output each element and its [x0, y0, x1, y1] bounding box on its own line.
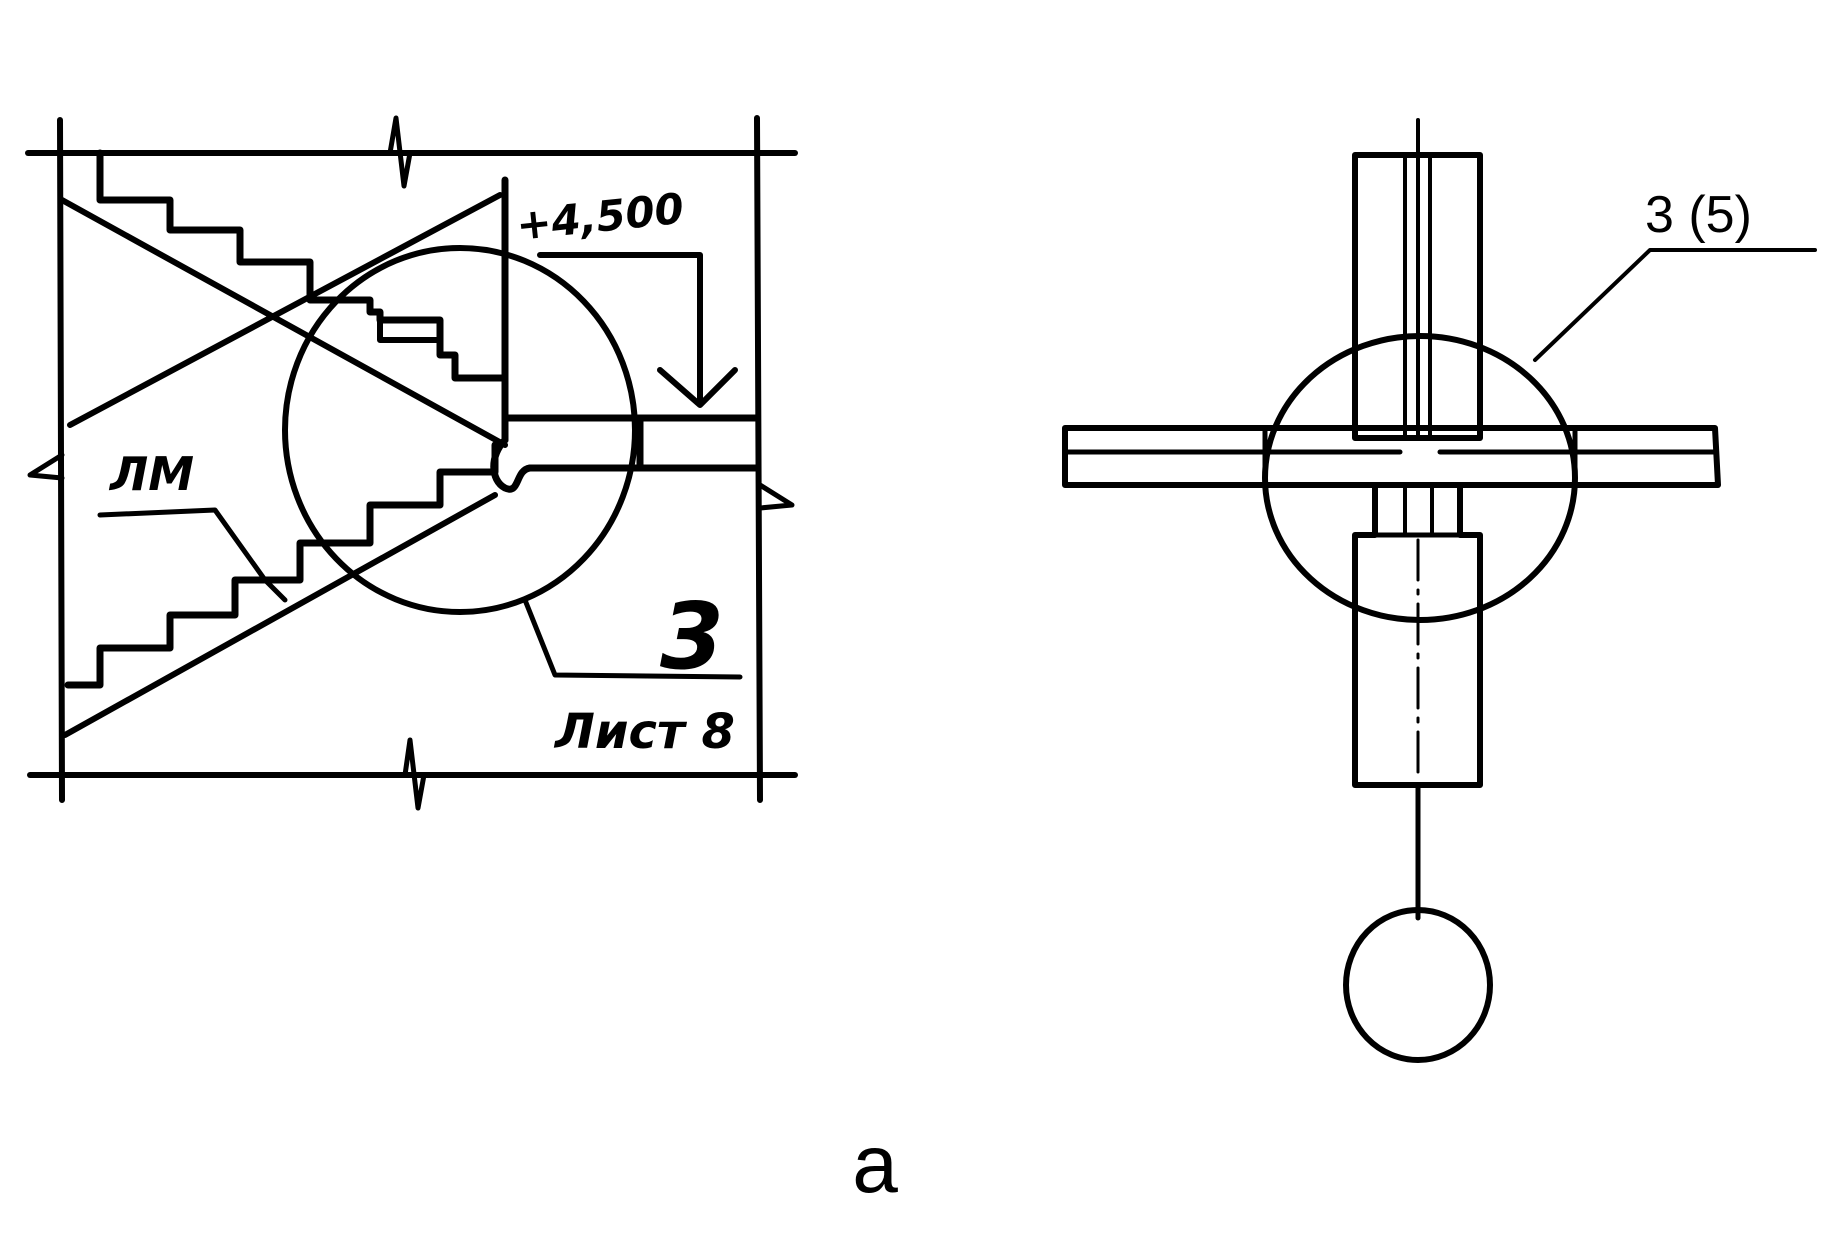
upper-flight-steps: [96, 149, 509, 414]
lower-slab-diagonal: [62, 492, 498, 738]
landing-support-notch: [490, 436, 534, 493]
break-marks: [27, 115, 795, 811]
figure-label: a: [852, 1119, 898, 1210]
upper-flight-diagonal: [59, 197, 508, 448]
elevation-arrow: [657, 367, 738, 408]
node-detail-circle: [1262, 333, 1578, 623]
slab-outline: [1062, 425, 1721, 488]
bottom-break-mark: [402, 737, 427, 811]
lower-vertical-element: [1352, 482, 1483, 788]
right-axis-line: [754, 115, 763, 803]
elevation-marker: [537, 252, 738, 408]
node-callout-label: 3 (5): [1645, 186, 1752, 244]
detail-callout-leader: [522, 597, 743, 680]
upper-flight-steps-inner: [377, 309, 443, 358]
node-callout-leader: [1533, 248, 1817, 362]
flight-diagonals: [59, 192, 508, 738]
right-break-mark: [757, 482, 795, 511]
component-label: ЛМ: [108, 447, 194, 501]
left-break-mark: [27, 452, 65, 481]
axis-marker-circle: [1343, 907, 1493, 1063]
node-plan-view: 3 (5): [1062, 118, 1817, 1063]
sheet-reference: Лист 8: [553, 704, 735, 760]
upper-slab-diagonal: [67, 192, 503, 428]
landing-slab: [490, 176, 761, 493]
elevation-leader: [537, 252, 703, 403]
vertical-element: [1352, 118, 1483, 441]
callout-number: 3: [660, 583, 724, 690]
detail-circle: [282, 245, 638, 615]
left-axis-line: [57, 117, 65, 803]
staircase-section-view: +4,500 ЛМ 3 Лист 8: [25, 115, 798, 811]
top-break-mark: [387, 115, 413, 189]
component-leader: [97, 507, 288, 603]
lower-flight-steps: [64, 441, 499, 689]
elevation-label: +4,500: [514, 184, 686, 250]
